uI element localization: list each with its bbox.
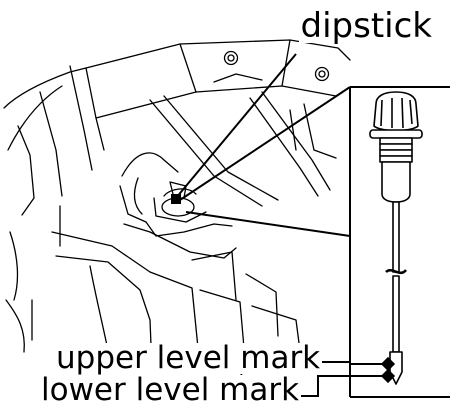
lower-level-mark-label: lower level mark [41,372,302,408]
dipstick-label: dipstick [298,6,434,46]
level-mark-leaders [296,356,396,397]
engine-housing-line-art [3,39,351,399]
detail-inset-frame [179,86,450,398]
dipstick-detail [369,91,423,385]
upper-level-mark-label: upper level mark [56,340,323,376]
